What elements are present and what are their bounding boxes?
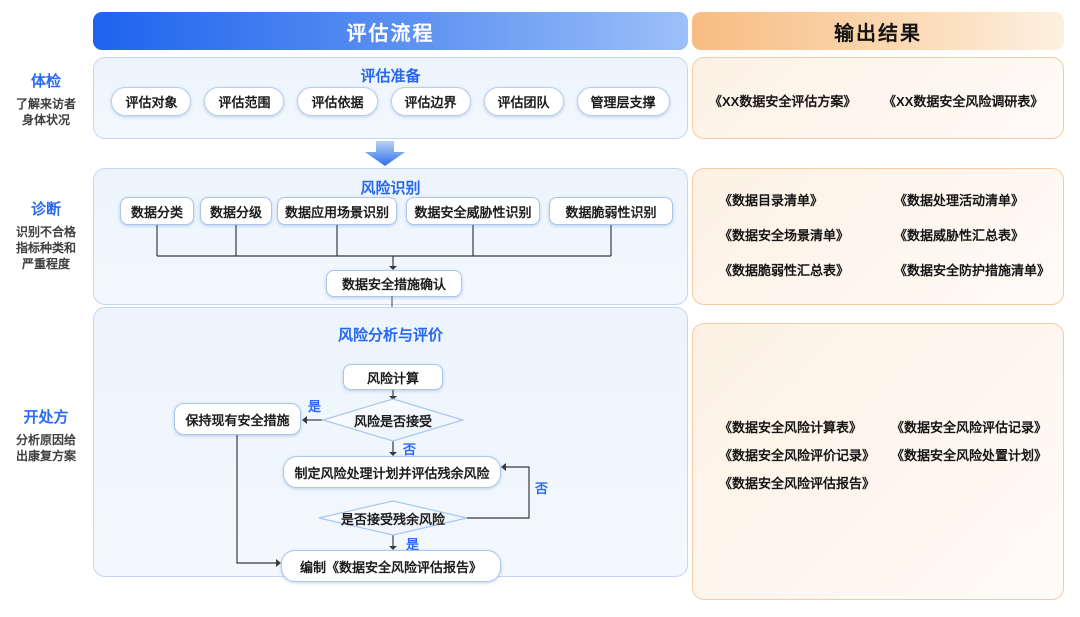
- stage1-pill-row: 评估对象 评估范围 评估依据 评估边界 评估团队 管理层支撑: [94, 87, 687, 116]
- phase-title: 诊断: [30, 201, 61, 218]
- down-arrow-icon: [365, 141, 405, 166]
- pill-assess-object: 评估对象: [111, 87, 192, 116]
- stage1-title: 评估准备: [360, 68, 421, 85]
- label-no-2: 否: [534, 481, 548, 496]
- output-doc: 《XX数据安全风险调研表》: [883, 94, 1044, 109]
- output-doc: 《数据目录清单》: [719, 193, 824, 208]
- decision2-diamond: [318, 500, 468, 536]
- label-no-1: 否: [402, 442, 416, 457]
- output-doc: 《数据安全风险计算表》: [719, 420, 863, 435]
- box-security-measure-confirm: 数据安全措施确认: [326, 270, 462, 297]
- output-doc: 《数据安全风险评估报告》: [719, 476, 876, 491]
- decision2-label: 是否接受残余风险: [340, 511, 445, 527]
- output-doc: 《数据安全风险处置计划》: [891, 448, 1048, 463]
- stage2-title: 风险识别: [360, 180, 421, 197]
- output-box-1: 《XX数据安全评估方案》 《XX数据安全风险调研表》: [692, 57, 1064, 139]
- stage2-section: 风险识别 数据分类 数据分级 数据应用场景识别 数据安全威胁性识别 数据脆弱性识…: [93, 168, 688, 305]
- phase-label-prescription: 开处方 分析原因给 出康复方案: [0, 406, 92, 464]
- output-doc: 《数据脆弱性汇总表》: [719, 263, 850, 278]
- label-yes-1: 是: [307, 399, 322, 414]
- box-data-grading: 数据分级: [200, 197, 272, 225]
- stage1-section: 评估准备 评估对象 评估范围 评估依据 评估边界 评估团队 管理层支撑: [93, 57, 688, 139]
- pill-management-support: 管理层支撑: [576, 87, 670, 116]
- output-doc: 《数据安全防护措施清单》: [894, 263, 1051, 278]
- box-data-classification: 数据分类: [120, 197, 194, 225]
- stage2-connectors: [156, 225, 612, 270]
- pill-assess-basis: 评估依据: [297, 87, 378, 116]
- box-treatment-plan: 制定风险处理计划并评估残余风险: [283, 456, 501, 488]
- output-doc: 《数据安全场景清单》: [719, 228, 850, 243]
- decision1-diamond: [320, 398, 466, 442]
- pill-assess-scope: 评估范围: [204, 87, 285, 116]
- stage3-section: 风险分析与评价 是: [93, 307, 688, 582]
- label-yes-2: 是: [405, 537, 420, 552]
- decision1-label: 风险是否接受: [353, 413, 432, 429]
- phase-desc: 了解来访者 身体状况: [15, 97, 76, 128]
- output-box-3: 《数据安全风险计算表》 《数据安全风险评估记录》 《数据安全风险评价记录》 《数…: [692, 323, 1064, 600]
- process-header: 评估流程: [93, 12, 688, 50]
- output-doc: 《数据威胁性汇总表》: [894, 228, 1025, 243]
- box-vulnerability-identification: 数据脆弱性识别: [549, 197, 673, 225]
- phase-desc: 识别不合格 指标种类和 严重程度: [15, 225, 76, 272]
- output-box-2: 《数据目录清单》 《数据处理活动清单》 《数据安全场景清单》 《数据威胁性汇总表…: [692, 168, 1064, 305]
- phase-label-diagnosis: 诊断 识别不合格 指标种类和 严重程度: [0, 198, 92, 273]
- box-keep-measures: 保持现有安全措施: [174, 403, 301, 435]
- box-scenario-identification: 数据应用场景识别: [277, 197, 397, 225]
- phase-title: 体检: [30, 73, 61, 90]
- phase-title: 开处方: [23, 409, 69, 426]
- output-doc: 《XX数据安全评估方案》: [709, 94, 857, 109]
- pill-assess-team: 评估团队: [483, 87, 564, 116]
- box-compile-report: 编制《数据安全风险评估报告》: [281, 550, 501, 582]
- stage3-title: 风险分析与评价: [337, 327, 443, 344]
- output-doc: 《数据安全风险评价记录》: [719, 448, 876, 463]
- output-header: 输出结果: [692, 12, 1064, 50]
- output-doc: 《数据安全风险评估记录》: [891, 420, 1048, 435]
- phase-desc: 分析原因给 出康复方案: [15, 433, 76, 464]
- pill-assess-boundary: 评估边界: [390, 87, 471, 116]
- box-risk-calculation: 风险计算: [343, 364, 443, 390]
- output-doc: 《数据处理活动清单》: [894, 193, 1025, 208]
- phase-label-checkup: 体检 了解来访者 身体状况: [0, 70, 92, 128]
- box-threat-identification: 数据安全威胁性识别: [406, 197, 540, 225]
- stage3-flow-connectors: 是 否 否 是: [236, 390, 548, 567]
